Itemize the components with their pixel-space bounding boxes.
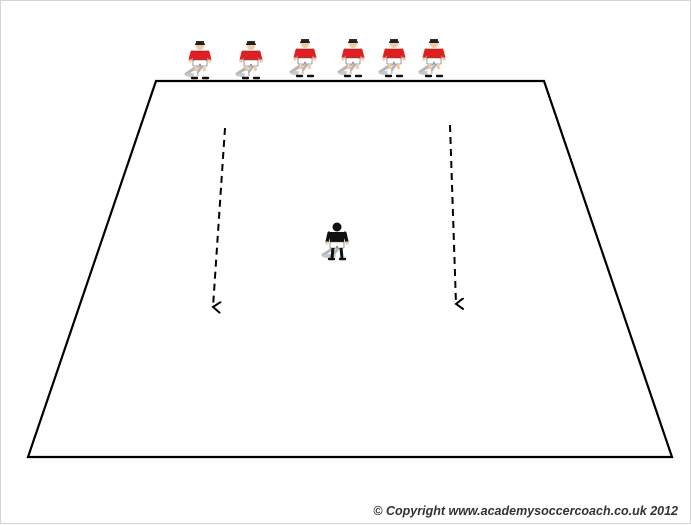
pitch-outline	[28, 81, 672, 457]
attacker-player-icon	[236, 41, 263, 78]
copyright-text: © Copyright www.academysoccercoach.co.uk…	[373, 504, 678, 518]
attacker-player-icon	[338, 39, 365, 76]
attacker-player-icon	[185, 41, 212, 78]
attackers-group	[185, 39, 446, 78]
attacker-player-icon	[419, 39, 446, 76]
attacker-player-icon	[290, 39, 317, 76]
attacker-player-icon	[379, 39, 406, 76]
